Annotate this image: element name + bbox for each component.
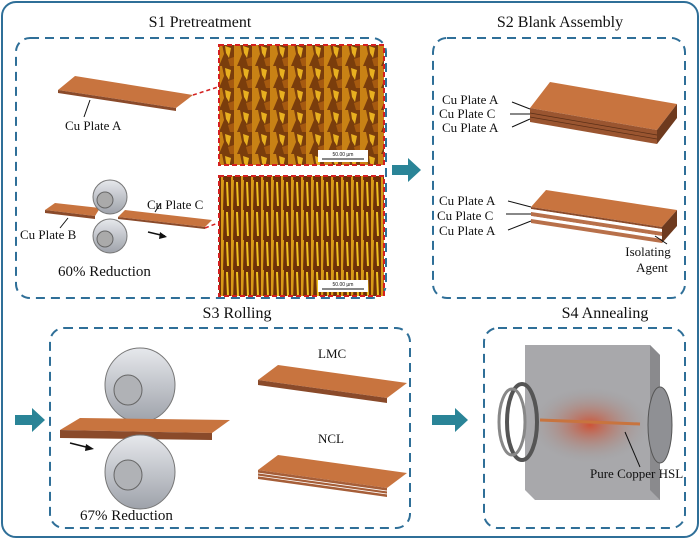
lmc-plate (258, 365, 407, 403)
section-s1: S1 Pretreatment Cu Plate A Cu Plate B Cu… (15, 14, 387, 299)
s2-dashed-box (432, 37, 686, 299)
leader-line (83, 99, 91, 118)
stack2-label-3: Cu Plate A (439, 223, 496, 238)
scale-bar-label: 50.00 µm (333, 152, 354, 158)
zoom-connector (204, 222, 219, 229)
s1-plate-c-label: Cu Plate C (147, 197, 203, 212)
bonded-stack (529, 82, 677, 144)
zoom-connector (192, 86, 219, 96)
ncl-plate (257, 455, 407, 497)
s3-reduction-label: 67% Reduction (80, 508, 173, 524)
rolling-mill-s1 (45, 179, 212, 254)
micrograph-plate-a: 50.00 µm (218, 44, 385, 166)
arrow-head-icon (159, 232, 167, 239)
s3-title: S3 Rolling (203, 305, 272, 322)
flow-arrow-icon (432, 408, 468, 432)
stack2-label-1: Cu Plate A (439, 193, 496, 208)
flow-arrow-icon (15, 408, 45, 432)
isolating-agent-label-2: Agent (636, 260, 668, 275)
section-s2: S2 Blank Assembly Cu Plate A Cu Plate C … (432, 14, 686, 299)
s1-plate-b-label: Cu Plate B (20, 227, 77, 242)
hsl-label: Pure Copper HSL (590, 466, 683, 481)
leader-line (624, 431, 641, 468)
scale-bar-label: 50.00 µm (333, 282, 354, 288)
section-s3: S3 Rolling 67% Reduction LMC NCL (49, 305, 411, 529)
leader-line (154, 203, 161, 213)
s1-reduction-label: 60% Reduction (58, 264, 151, 280)
section-s4: S4 Annealing Pure Copper HSL (483, 305, 686, 529)
arrow-head-icon (85, 444, 94, 451)
stack1-label-3: Cu Plate A (442, 120, 499, 135)
flow-arrow-icon (392, 158, 421, 182)
isolating-agent-label-1: Isolating (625, 244, 671, 259)
s4-title: S4 Annealing (562, 305, 649, 322)
ncl-label: NCL (318, 431, 344, 446)
stack2-label-2: Cu Plate C (437, 208, 493, 223)
s1-title: S1 Pretreatment (149, 14, 252, 31)
rolling-mill-s3 (60, 347, 230, 510)
s1-plate-a-label: Cu Plate A (65, 118, 122, 133)
separated-stack (531, 190, 677, 243)
annealing-furnace (497, 345, 673, 500)
stack1-label-1: Cu Plate A (442, 92, 499, 107)
micrograph-plate-c: 50.00 µm (218, 175, 385, 297)
s1-dashed-box (15, 37, 387, 299)
s2-title: S2 Blank Assembly (497, 14, 623, 31)
stack1-label-2: Cu Plate C (439, 106, 495, 121)
lmc-label: LMC (318, 346, 346, 361)
s3-dashed-box (49, 327, 411, 529)
leader-line (59, 217, 69, 229)
plate-a-shape (58, 76, 193, 111)
